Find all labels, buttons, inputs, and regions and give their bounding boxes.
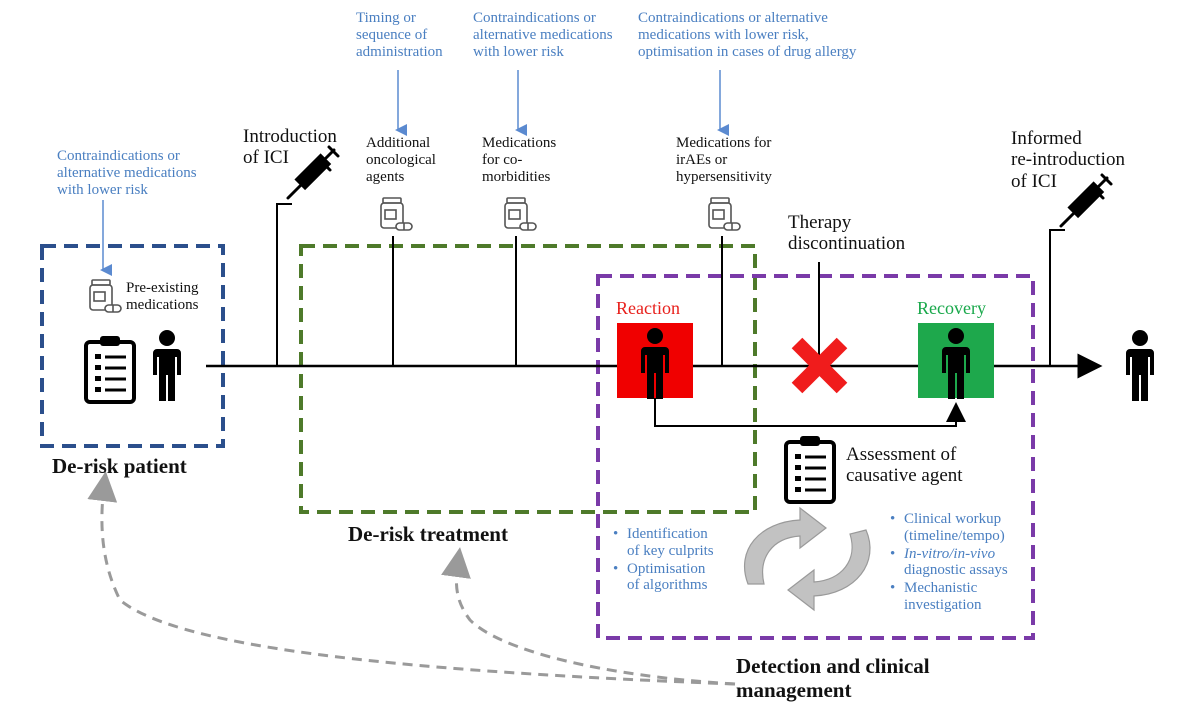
reaction-recovery-connector: [654, 398, 966, 427]
pill-bottle-icon: [380, 197, 413, 231]
cycle-right-list: Clinical workup (timeline/tempo) In-vitr…: [890, 511, 1008, 615]
title-derisk-patient: De-risk patient: [52, 454, 187, 478]
title-detection: Detection and clinical management: [736, 654, 930, 702]
pill-bottle-icon: [708, 197, 741, 231]
cycle-left-list: Identification of key culprits Optimisat…: [613, 526, 714, 595]
label-reintroduction-ici: Informed re-introduction of ICI: [1011, 128, 1125, 192]
clipboard-icon: [84, 334, 136, 404]
label-irae-meds: Medications for irAEs or hypersensitivit…: [676, 135, 772, 185]
cycle-right-item-2-rest: diagnostic assays: [904, 562, 1008, 579]
label-additional-agents: Additional oncological agents: [366, 135, 436, 185]
derisk-treatment-box: [299, 244, 757, 514]
title-derisk-treatment: De-risk treatment: [348, 522, 508, 546]
note-contra-allergy: Contraindications or alternative medicat…: [638, 10, 857, 60]
cycle-left-item-1: Identification of key culprits: [613, 526, 714, 560]
feedback-arrow-treatment: [441, 547, 736, 686]
pill-bottle-icon: [89, 279, 122, 313]
clipboard-icon: [784, 434, 836, 504]
label-reaction: Reaction: [616, 298, 680, 318]
label-introduction-ici: Introduction of ICI: [243, 126, 337, 169]
feedback-arrow-patient: [87, 471, 736, 686]
note-contra-preexisting: Contraindications or alternative medicat…: [57, 148, 197, 198]
derisk-patient-box: [40, 244, 225, 448]
label-assessment: Assessment of causative agent: [846, 444, 963, 487]
label-therapy-discontinuation: Therapy discontinuation: [788, 212, 906, 255]
person-icon: [1126, 330, 1154, 401]
person-icon: [153, 330, 181, 401]
pill-bottle-icon: [504, 197, 537, 231]
label-preexisting-meds: Pre-existing medications: [126, 280, 199, 313]
label-comorbidities: Medications for co- morbidities: [482, 135, 557, 185]
note-contra-comorbid: Contraindications or alternative medicat…: [473, 10, 613, 60]
discontinuation-cross-icon: [791, 337, 848, 394]
tick-reintroduction-ici: [1049, 229, 1065, 366]
note-timing: Timing or sequence of administration: [356, 10, 443, 60]
cycle-right-item-3: Mechanistic investigation: [890, 580, 1008, 614]
cycle-right-item-1: Clinical workup (timeline/tempo): [890, 511, 1008, 545]
tick-introduction-ici: [276, 203, 292, 366]
cycle-left-item-2: Optimisation of algorithms: [613, 561, 714, 595]
label-recovery: Recovery: [917, 298, 986, 318]
cycle-right-item-2: In-vitro/in-vivo diagnostic assays: [890, 546, 1008, 580]
cycle-arrows-icon: [743, 506, 871, 612]
cycle-right-item-2-italic: In-vitro/in-vivo: [904, 545, 996, 562]
detection-box: [596, 274, 1035, 640]
